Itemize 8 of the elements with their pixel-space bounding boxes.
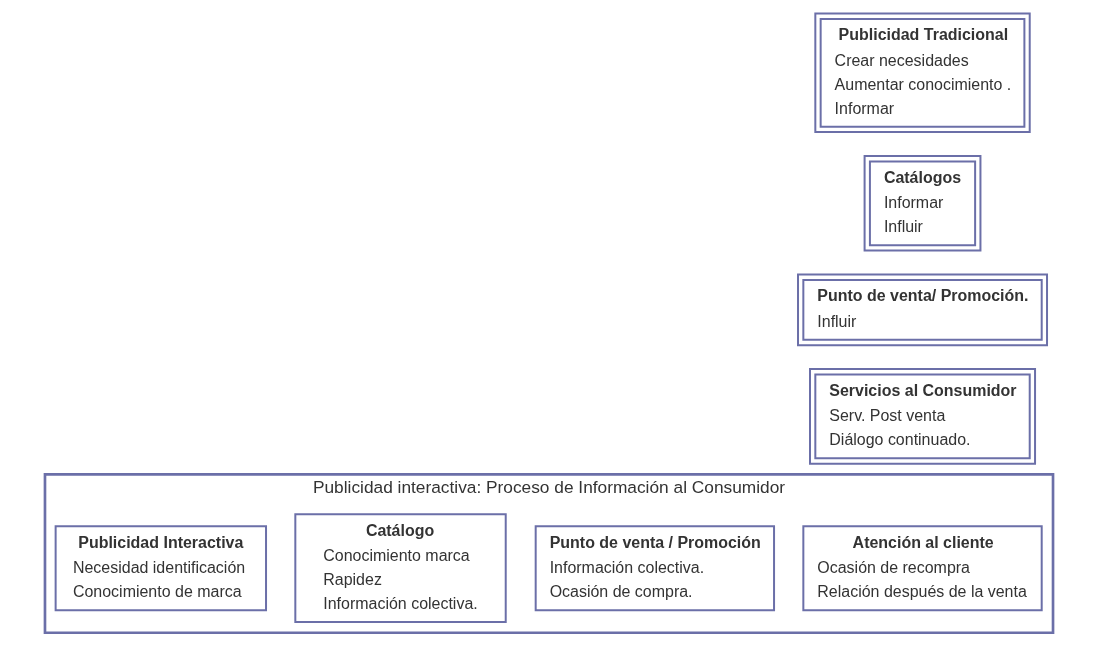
node-box: Catálogos Informar Influir	[863, 155, 981, 252]
node-box: Atención al cliente Ocasión de recompra Relación después de la venta	[801, 525, 1043, 612]
node-box: Punto de venta/ Promoción. Influir	[796, 273, 1048, 347]
node-box: Catálogo Conocimiento marca Rapidez Información colectiva.	[293, 513, 507, 624]
node-box: Publicidad Interactiva Necesidad identificación Conocimiento de marca	[54, 525, 267, 612]
node-box: Servicios al Consumidor Serv. Post venta Diálogo continuado.	[808, 368, 1036, 465]
node-box: Publicidad Tradicional Crear necesidades Aumentar conocimiento . Informar	[813, 12, 1031, 134]
node-box: Punto de venta / Promoción Información colectiva. Ocasión de compra.	[534, 525, 775, 612]
